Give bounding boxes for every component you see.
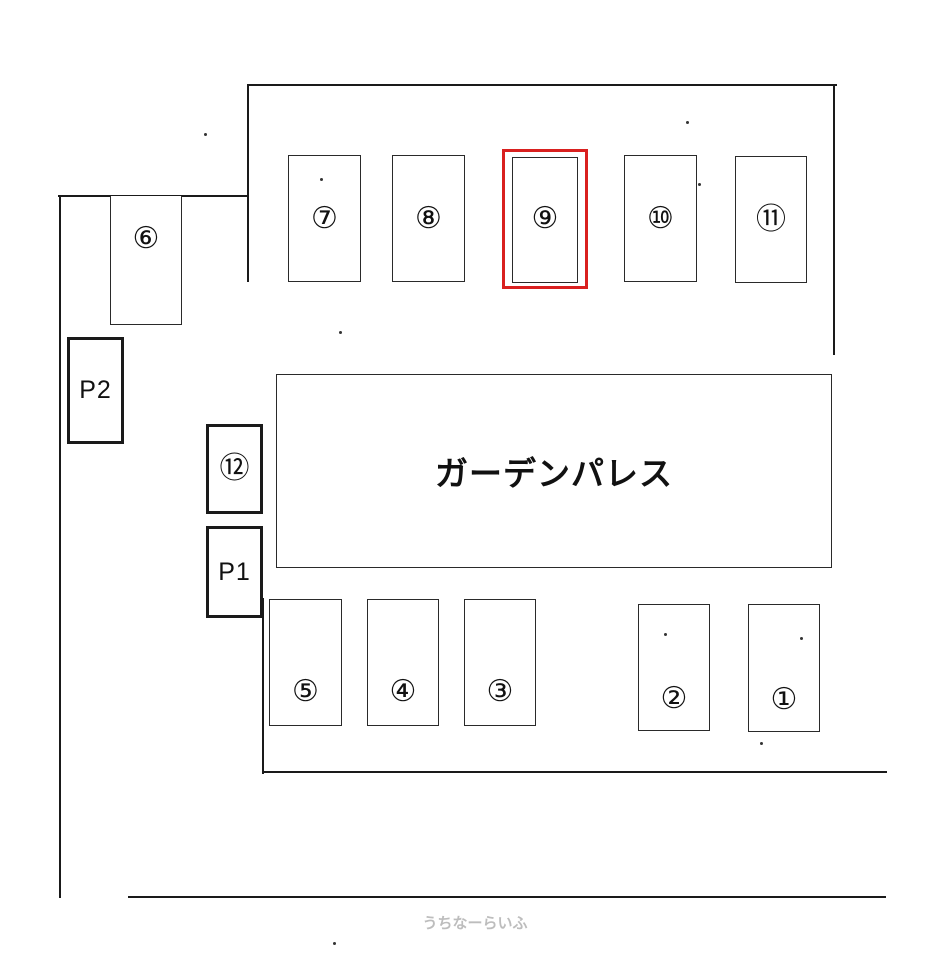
parking-slot-9[interactable]: ⑨ bbox=[502, 149, 588, 289]
watermark: うちなーらいふ bbox=[422, 914, 528, 932]
slot-label: ⑪ bbox=[756, 201, 786, 237]
scan-speck bbox=[333, 942, 336, 945]
slot-label: ⑦ bbox=[311, 200, 338, 236]
parking-slot-5[interactable]: ⑤ bbox=[269, 599, 342, 726]
scan-speck bbox=[204, 133, 207, 136]
slot-label: ⑩ bbox=[647, 200, 674, 236]
parking-slot-8[interactable]: ⑧ bbox=[392, 155, 465, 282]
slot-label: ⑤ bbox=[292, 674, 319, 709]
building-name: ガーデンパレス bbox=[435, 454, 673, 493]
boundary-line-road-lower bbox=[128, 896, 886, 898]
parking-slot-12[interactable]: ⑫ bbox=[206, 424, 263, 514]
parking-slot-4[interactable]: ④ bbox=[367, 599, 439, 726]
scan-speck bbox=[686, 121, 689, 124]
boundary-line-road-upper bbox=[263, 771, 887, 773]
slot-label: ③ bbox=[486, 674, 514, 709]
scan-speck bbox=[339, 331, 342, 334]
boundary-line-lower-left bbox=[262, 598, 264, 774]
parking-slot-3[interactable]: ③ bbox=[464, 599, 536, 726]
scan-speck bbox=[698, 183, 701, 186]
parking-slot-6[interactable]: ⑥ bbox=[110, 196, 182, 325]
scan-speck bbox=[800, 637, 803, 640]
slot-label: P2 bbox=[79, 376, 112, 404]
scan-speck bbox=[664, 633, 667, 636]
scan-speck bbox=[760, 742, 763, 745]
parking-slot-1[interactable]: ① bbox=[748, 604, 820, 732]
slot-label: ⑥ bbox=[132, 221, 160, 256]
parking-slot-p1[interactable]: P1 bbox=[206, 526, 263, 618]
scan-speck bbox=[320, 178, 323, 181]
parking-slot-2[interactable]: ② bbox=[638, 604, 710, 731]
slot-label: ④ bbox=[389, 674, 417, 709]
parking-slot-10[interactable]: ⑩ bbox=[624, 155, 697, 282]
slot-label: ⑫ bbox=[219, 451, 250, 486]
slot-label: ① bbox=[770, 682, 798, 717]
building-garden-palace: ガーデンパレス bbox=[276, 374, 832, 568]
parking-slot-11[interactable]: ⑪ bbox=[735, 156, 807, 283]
boundary-line-top bbox=[248, 84, 837, 86]
boundary-line-outer-left bbox=[59, 195, 61, 898]
slot-label: ⑧ bbox=[415, 200, 442, 236]
parking-slot-p2[interactable]: P2 bbox=[67, 337, 124, 444]
slot-label: P1 bbox=[218, 557, 251, 586]
slot-label: ⑨ bbox=[531, 201, 559, 236]
boundary-line-inner-left bbox=[247, 84, 249, 282]
slot-9-inner-frame bbox=[512, 157, 578, 283]
slot-label: ② bbox=[660, 681, 688, 716]
parking-slot-7[interactable]: ⑦ bbox=[288, 155, 361, 282]
boundary-line-right bbox=[833, 85, 835, 355]
